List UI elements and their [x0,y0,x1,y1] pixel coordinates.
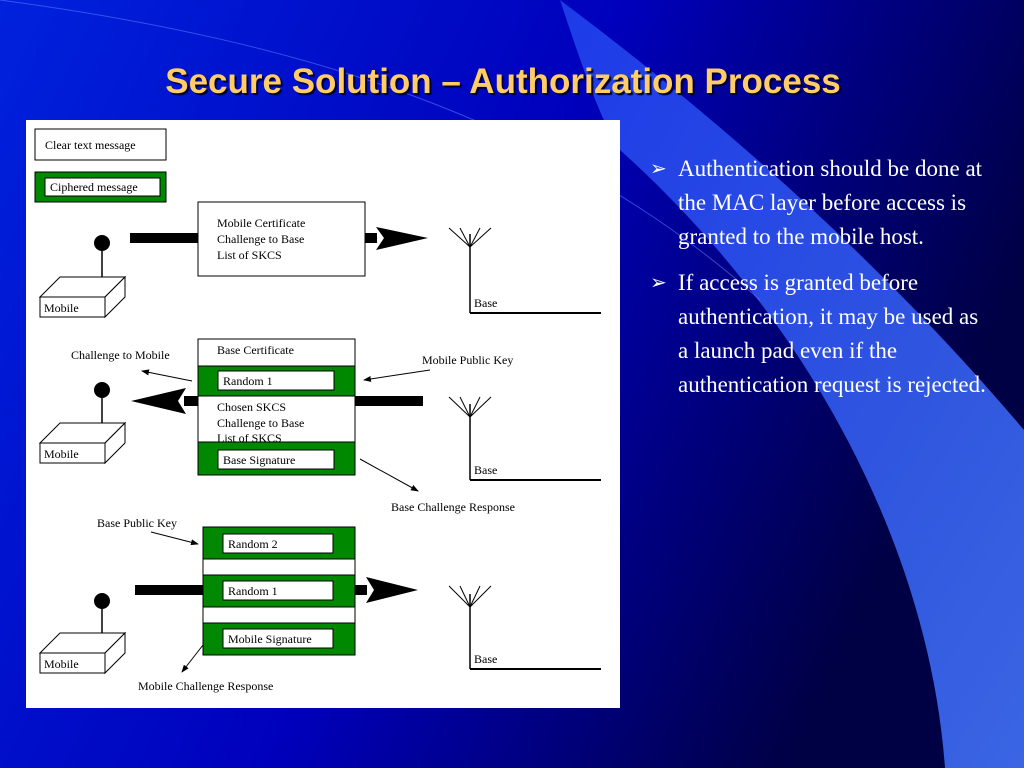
step2: Mobile Challenge to Mobile Base Certific… [38,338,601,514]
mobile-device-2: Mobile [38,382,127,465]
message-line-2: Challenge to Base [217,232,304,246]
bullet-text: If access is granted before authenticati… [678,270,986,397]
arrow-bullet-icon: ➢ [650,272,667,294]
base-challenge-response-label: Base Challenge Response [391,500,515,514]
base-station-1: Base [448,227,601,314]
base-station-3: Base [448,585,601,670]
arrow-head-to-base [366,577,418,603]
base-certificate-text: Base Certificate [217,343,294,357]
bullet-item: ➢ If access is granted before authentica… [650,266,990,402]
chosen-skcs-box [197,395,356,443]
random1-text: Random 1 [223,374,273,388]
authorization-diagram: Clear text message Ciphered message Mobi… [26,120,620,708]
base-signature-text: Base Signature [223,453,295,467]
legend-clear-box [34,128,167,161]
mobile-challenge-response-label: Mobile Challenge Response [138,679,273,693]
message-line-3: List of SKCS [217,248,282,262]
message-box-1 [197,201,366,277]
bullet-text: Authentication should be done at the MAC… [678,156,983,249]
chosen-line-2: Challenge to Base [217,416,304,430]
slide-title: Secure Solution – Authorization Process [165,62,841,101]
arrow-head-to-base [376,227,428,250]
random2-text: Random 2 [228,537,278,551]
transmission-arrow-shaft [355,396,423,406]
mobile-antenna-ball [94,235,110,251]
mobile-public-key-label: Mobile Public Key [422,353,513,367]
base-certificate-box [197,338,356,367]
background-swoosh-line [0,0,761,301]
transmission-arrow-shaft [130,233,198,243]
chosen-line-1: Chosen SKCS [217,400,286,414]
base-label: Base [474,296,497,310]
base-station-2: Base [448,396,601,481]
mobile-label: Mobile [44,657,79,671]
legend-clear-text: Clear text message [45,138,136,152]
mobile-label: Mobile [44,301,79,315]
bullet-list: ➢ Authentication should be done at the M… [650,152,990,414]
mobile-signature-text: Mobile Signature [228,632,312,646]
mobile-device-1: Mobile [38,235,127,319]
base-label: Base [474,652,497,666]
transmission-arrow-shaft [135,585,203,595]
step3: Base Public Key Random 2 Random 1 Mobile… [38,516,601,693]
mobile-label: Mobile [44,447,79,461]
arrow-head-to-mobile [131,388,186,414]
diagram-svg: Clear text message Ciphered message Mobi… [34,128,601,693]
bullet-item: ➢ Authentication should be done at the M… [650,152,990,254]
background-swoosh [560,0,1024,768]
mobile-device-3: Mobile [38,593,127,675]
random1-text: Random 1 [228,584,278,598]
message-line-1: Mobile Certificate [217,216,305,230]
base-public-key-label: Base Public Key [97,516,177,530]
base-label: Base [474,463,497,477]
legend-cipher-inner [44,177,161,197]
legend-cipher-text: Ciphered message [50,180,138,194]
step1: Mobile Mobile Certificate Challenge to B… [38,201,601,319]
challenge-to-mobile-label: Challenge to Mobile [71,348,170,362]
arrow-bullet-icon: ➢ [650,158,667,180]
